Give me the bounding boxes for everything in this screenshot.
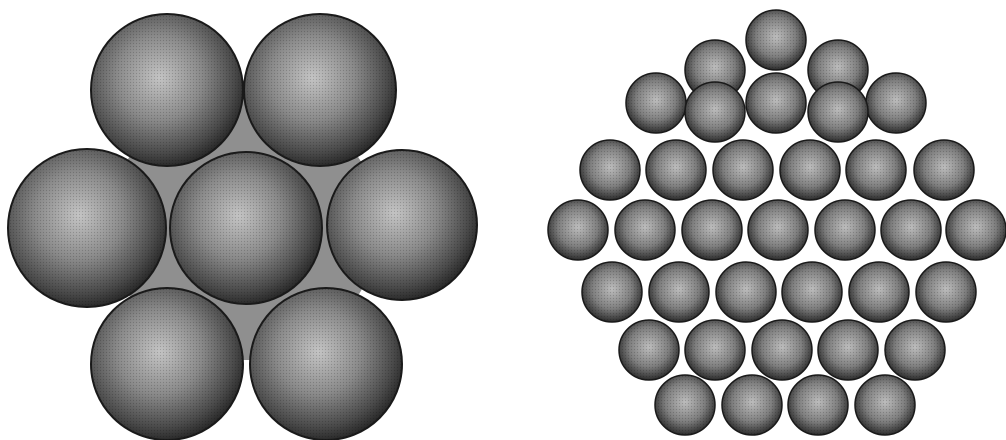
large-sphere bbox=[8, 149, 166, 307]
small-sphere bbox=[780, 140, 840, 200]
small-sphere bbox=[580, 140, 640, 200]
small-sphere bbox=[916, 262, 976, 322]
small-sphere bbox=[782, 262, 842, 322]
small-sphere bbox=[682, 200, 742, 260]
small-sphere bbox=[619, 320, 679, 380]
small-sphere bbox=[655, 375, 715, 435]
small-sphere bbox=[946, 200, 1006, 260]
small-sphere bbox=[649, 262, 709, 322]
small-sphere bbox=[746, 10, 806, 70]
small-sphere bbox=[914, 140, 974, 200]
small-sphere bbox=[615, 200, 675, 260]
small-sphere bbox=[685, 320, 745, 380]
large-sphere bbox=[91, 14, 243, 166]
small-sphere bbox=[716, 262, 776, 322]
large-sphere bbox=[327, 150, 477, 300]
large-sphere bbox=[250, 288, 402, 440]
small-sphere bbox=[713, 140, 773, 200]
small-sphere bbox=[748, 200, 808, 260]
small-sphere bbox=[818, 320, 878, 380]
small-sphere bbox=[626, 73, 686, 133]
large-sphere bbox=[91, 288, 243, 440]
small-sphere bbox=[752, 320, 812, 380]
small-sphere-cluster bbox=[548, 10, 1006, 435]
small-sphere bbox=[815, 200, 875, 260]
large-sphere bbox=[170, 152, 322, 304]
small-sphere bbox=[746, 73, 806, 133]
small-sphere bbox=[722, 375, 782, 435]
small-sphere bbox=[788, 375, 848, 435]
large-sphere bbox=[244, 14, 396, 166]
small-sphere bbox=[849, 262, 909, 322]
small-sphere bbox=[548, 200, 608, 260]
small-sphere bbox=[846, 140, 906, 200]
small-sphere bbox=[881, 200, 941, 260]
large-sphere-cluster bbox=[8, 14, 477, 440]
small-sphere bbox=[808, 82, 868, 142]
small-sphere bbox=[646, 140, 706, 200]
small-sphere bbox=[685, 82, 745, 142]
small-sphere bbox=[885, 320, 945, 380]
small-sphere bbox=[855, 375, 915, 435]
small-sphere bbox=[866, 73, 926, 133]
small-sphere bbox=[582, 262, 642, 322]
